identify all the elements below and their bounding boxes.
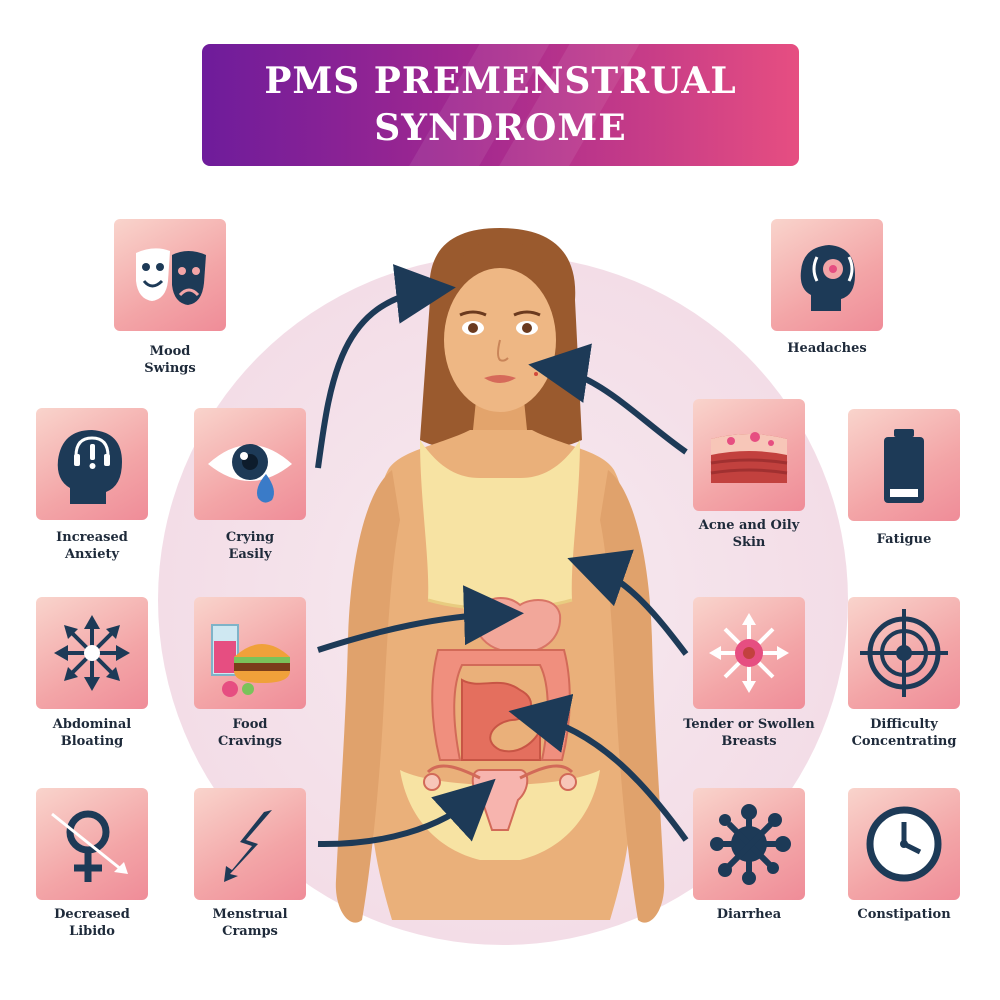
stomach (475, 596, 562, 654)
label-constipation: Constipation (857, 907, 951, 922)
abdominal-bloating-icon-box (36, 597, 148, 709)
label-increased-anxiety: Increased Anxiety (56, 530, 128, 562)
crying-eye-icon (208, 444, 292, 503)
skin-layer-icon (710, 432, 788, 483)
theater-masks-icon (136, 248, 206, 305)
title-banner: PMS PREMENSTRUAL SYNDROME (202, 44, 799, 166)
fatigue-icon-box (848, 409, 960, 521)
label-headaches: Headaches (787, 341, 867, 356)
difficulty-concentrating-icon-box (848, 597, 960, 709)
menstrual-cramps-icon-box (194, 788, 306, 900)
mood-swings-icon-box (114, 219, 226, 331)
label-difficulty-concentrating: Difficulty Concentrating (851, 717, 957, 749)
radiating-arrows-icon (709, 613, 789, 693)
label-tender-breasts: Tender or Swollen Breasts (683, 717, 815, 749)
constipation-icon-box (848, 788, 960, 900)
food-cravings-icon-box (194, 597, 306, 709)
increased-anxiety-icon-box (36, 408, 148, 520)
head-exclamation-icon (57, 430, 122, 504)
clock-icon (866, 806, 942, 882)
page-title: PMS PREMENSTRUAL SYNDROME (202, 58, 799, 152)
label-menstrual-cramps: Menstrual Cramps (212, 907, 288, 939)
low-battery-icon (884, 429, 924, 503)
label-acne-oily-skin: Acne and Oily Skin (698, 518, 800, 550)
label-diarrhea: Diarrhea (716, 907, 782, 922)
crying-easily-icon-box (194, 408, 306, 520)
head-pain-icon (800, 245, 855, 311)
crop-top (420, 440, 580, 609)
acne-icon-box (693, 399, 805, 511)
burger-drink-icon (211, 624, 290, 697)
tender-breasts-icon-box (693, 597, 805, 709)
expanding-arrows-icon (54, 615, 130, 691)
lightning-arrow-icon (224, 810, 272, 882)
label-fatigue: Fatigue (876, 532, 932, 547)
female-symbol-down-icon (51, 810, 128, 882)
label-food-cravings: Food Cravings (218, 717, 282, 749)
label-abdominal-bloating: Abdominal Bloating (52, 717, 132, 749)
title-line-1: PMS PREMENSTRUAL (264, 60, 737, 102)
splash-icon (710, 804, 791, 885)
headaches-icon-box (771, 219, 883, 331)
diarrhea-icon-box (693, 788, 805, 900)
label-mood-swings: Mood Swings (144, 344, 196, 376)
title-line-2: SYNDROME (374, 107, 627, 149)
label-crying-easily: Crying Easily (225, 530, 275, 562)
target-crosshair-icon (860, 609, 948, 697)
decreased-libido-icon-box (36, 788, 148, 900)
label-decreased-libido: Decreased Libido (54, 907, 130, 939)
